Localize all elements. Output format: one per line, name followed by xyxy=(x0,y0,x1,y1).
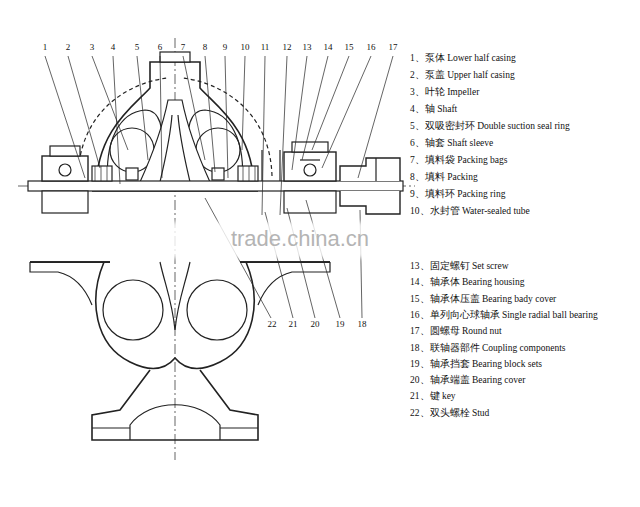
part-name: 22、双头螺栓 Stud xyxy=(410,408,489,418)
callout-number: 18 xyxy=(358,320,367,330)
part-name: 5、双吸密封环 Double suction seal ring xyxy=(410,121,570,131)
part-name: 3、叶轮 Impeller xyxy=(410,87,479,97)
part-name: 14、轴承体 Bearing housing xyxy=(410,277,524,287)
callout-number: 7 xyxy=(181,43,186,53)
part-name: 16、单列向心球轴承 Single radial ball bearing xyxy=(410,310,598,320)
callout-number: 1 xyxy=(43,43,48,53)
part-name: 10、水封管 Water-sealed tube xyxy=(410,206,530,216)
part-name: 13、固定螺钉 Set screw xyxy=(410,261,509,271)
callout-number: 13 xyxy=(303,43,312,53)
callout-number: 20 xyxy=(311,320,320,330)
callout-number: 4 xyxy=(111,43,116,53)
callout-number: 5 xyxy=(135,43,140,53)
part-name: 4、轴 Shaft xyxy=(410,104,457,114)
part-name: 6、轴套 Shaft sleeve xyxy=(410,138,493,148)
callout-number: 16 xyxy=(367,43,376,53)
callout-number: 17 xyxy=(389,43,398,53)
part-name: 20、轴承端盖 Bearing cover xyxy=(410,375,525,385)
part-name: 2、泵盖 Upper half casing xyxy=(410,70,515,80)
part-name: 17、圆螺母 Round nut xyxy=(410,326,502,336)
callout-number: 22 xyxy=(268,320,277,330)
callout-number: 10 xyxy=(241,43,250,53)
callout-number: 3 xyxy=(90,43,95,53)
callout-number: 12 xyxy=(283,43,292,53)
part-name: 18、联轴器部件 Coupling components xyxy=(410,343,566,353)
part-name: 19、轴承挡套 Bearing block sets xyxy=(410,359,542,369)
part-name: 9、填料环 Packing ring xyxy=(410,189,505,199)
callout-number: 14 xyxy=(324,43,333,53)
watermark: trade.china.cn xyxy=(231,227,369,251)
part-name: 8、填料 Packing xyxy=(410,172,478,182)
part-name: 15、轴承体压盖 Bearing bady cover xyxy=(410,294,556,304)
watermark-band xyxy=(0,222,640,258)
part-name: 21、键 key xyxy=(410,391,456,401)
callout-number: 8 xyxy=(203,43,208,53)
part-name: 1、泵体 Lower half casing xyxy=(410,53,516,63)
callout-number: 6 xyxy=(158,43,163,53)
callout-number: 21 xyxy=(289,320,298,330)
callout-number: 2 xyxy=(66,43,71,53)
callout-number: 19 xyxy=(336,320,345,330)
part-name: 7、填料袋 Packing bags xyxy=(410,155,508,165)
leader-lines xyxy=(45,56,393,318)
callout-number: 11 xyxy=(261,43,270,53)
callout-number: 15 xyxy=(345,43,354,53)
callout-number: 9 xyxy=(223,43,228,53)
